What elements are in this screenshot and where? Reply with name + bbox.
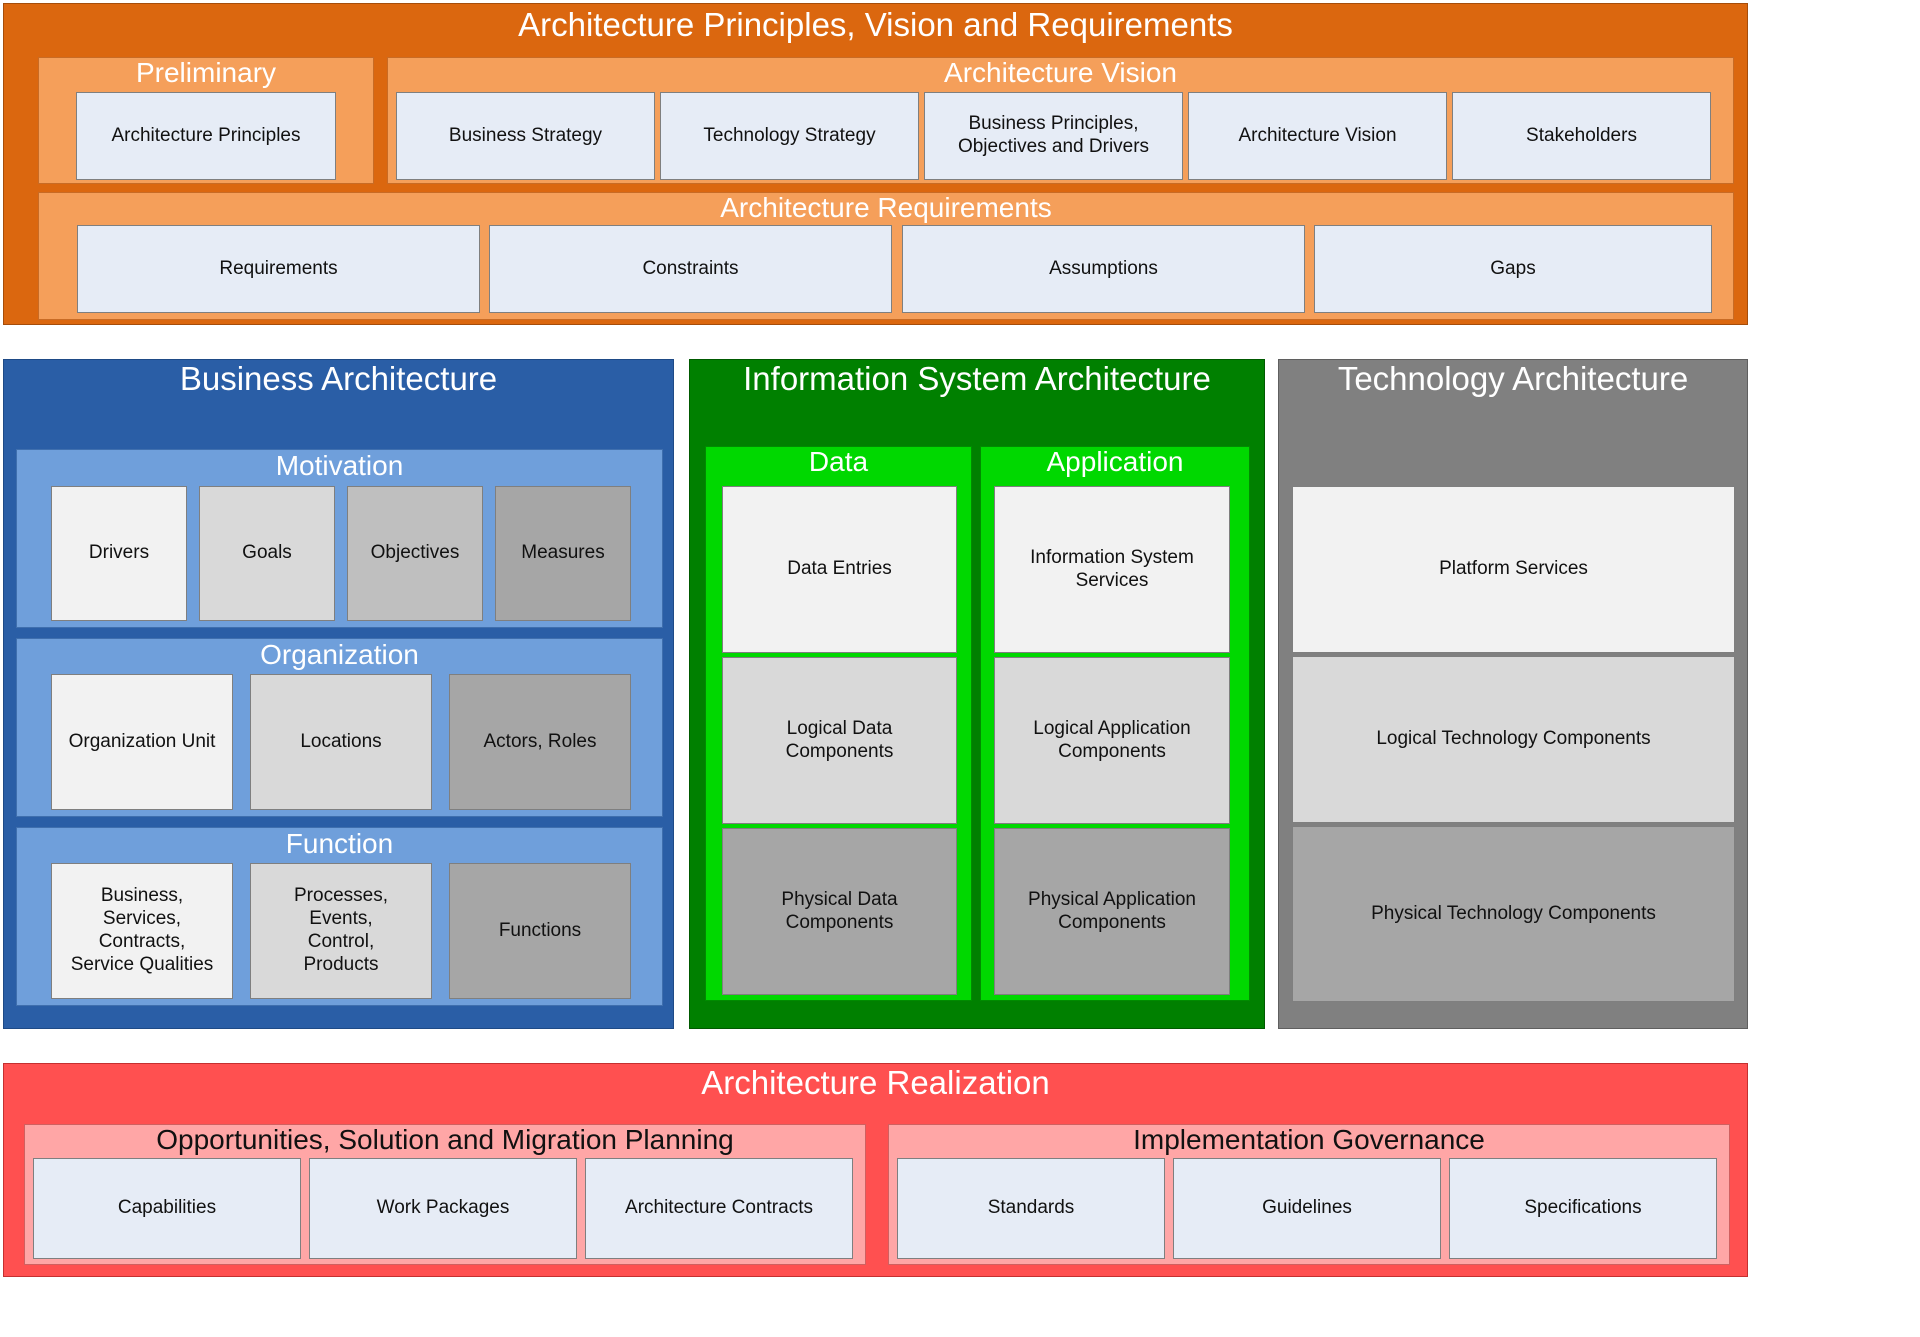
panel-title: Motivation: [275, 450, 404, 481]
platform-services-box: Platform Services: [1292, 486, 1735, 653]
information-system-architecture-section: Information System Architecture Data Dat…: [689, 359, 1265, 1029]
logical-technology-components-box: Logical Technology Components: [1292, 656, 1735, 823]
requirements-box: Requirements: [77, 225, 480, 313]
technology-architecture-section: Technology Architecture Platform Service…: [1278, 359, 1748, 1029]
section-title: Technology Architecture: [1337, 360, 1689, 397]
function-panel: Function Business, Services, Contracts, …: [16, 827, 663, 1006]
functions-box: Functions: [449, 863, 631, 999]
assumptions-box: Assumptions: [902, 225, 1305, 313]
business-architecture-section: Business Architecture Motivation Drivers…: [3, 359, 674, 1029]
logical-application-components-box: Logical Application Components: [994, 657, 1230, 824]
standards-box: Standards: [897, 1158, 1165, 1259]
application-panel: Application Information System Services …: [980, 446, 1250, 1001]
information-system-services-box: Information System Services: [994, 486, 1230, 653]
guidelines-box: Guidelines: [1173, 1158, 1441, 1259]
goals-box: Goals: [199, 486, 335, 621]
drivers-box: Drivers: [51, 486, 187, 621]
business-services-box: Business, Services, Contracts, Service Q…: [51, 863, 233, 999]
panel-title: Preliminary: [135, 57, 277, 88]
panel-title: Opportunities, Solution and Migration Pl…: [156, 1124, 734, 1155]
gaps-box: Gaps: [1314, 225, 1712, 313]
organization-unit-box: Organization Unit: [51, 674, 233, 810]
panel-title: Implementation Governance: [1133, 1124, 1485, 1155]
architecture-contracts-box: Architecture Contracts: [585, 1158, 853, 1259]
panel-title: Data: [808, 446, 869, 477]
actors-roles-box: Actors, Roles: [449, 674, 631, 810]
architecture-principles-box: Architecture Principles: [76, 92, 336, 180]
panel-title: Application: [1046, 446, 1184, 477]
physical-application-components-box: Physical Application Components: [994, 828, 1230, 995]
work-packages-box: Work Packages: [309, 1158, 577, 1259]
organization-panel: Organization Organization Unit Locations…: [16, 638, 663, 817]
measures-box: Measures: [495, 486, 631, 621]
section-title: Architecture Principles, Vision and Requ…: [518, 6, 1233, 43]
business-strategy-box: Business Strategy: [396, 92, 655, 180]
capabilities-box: Capabilities: [33, 1158, 301, 1259]
principles-vision-requirements-section: Architecture Principles, Vision and Requ…: [3, 3, 1748, 325]
panel-title: Architecture Requirements: [720, 192, 1052, 223]
data-panel: Data Data Entries Logical Data Component…: [705, 446, 972, 1001]
motivation-panel: Motivation Drivers Goals Objectives Meas…: [16, 449, 663, 628]
section-title: Business Architecture: [179, 360, 498, 397]
architecture-vision-box: Architecture Vision: [1188, 92, 1447, 180]
physical-data-components-box: Physical Data Components: [722, 828, 957, 995]
processes-events-box: Processes, Events, Control, Products: [250, 863, 432, 999]
planning-panel: Opportunities, Solution and Migration Pl…: [24, 1124, 866, 1265]
stakeholders-box: Stakeholders: [1452, 92, 1711, 180]
architecture-requirements-panel: Architecture Requirements Requirements C…: [38, 192, 1734, 320]
governance-panel: Implementation Governance Standards Guid…: [888, 1124, 1730, 1265]
panel-title: Organization: [260, 639, 419, 670]
panel-title: Function: [285, 828, 394, 859]
data-entries-box: Data Entries: [722, 486, 957, 653]
section-title: Architecture Realization: [701, 1064, 1050, 1101]
locations-box: Locations: [250, 674, 432, 810]
constraints-box: Constraints: [489, 225, 892, 313]
specifications-box: Specifications: [1449, 1158, 1717, 1259]
architecture-realization-section: Architecture Realization Opportunities, …: [3, 1063, 1748, 1277]
physical-technology-components-box: Physical Technology Components: [1292, 826, 1735, 1002]
business-principles-box: Business Principles, Objectives and Driv…: [924, 92, 1183, 180]
objectives-box: Objectives: [347, 486, 483, 621]
preliminary-panel: Preliminary Architecture Principles: [38, 57, 374, 184]
panel-title: Architecture Vision: [944, 57, 1177, 88]
logical-data-components-box: Logical Data Components: [722, 657, 957, 824]
technology-strategy-box: Technology Strategy: [660, 92, 919, 180]
section-title: Information System Architecture: [743, 360, 1211, 397]
architecture-vision-panel: Architecture Vision Business Strategy Te…: [387, 57, 1734, 184]
